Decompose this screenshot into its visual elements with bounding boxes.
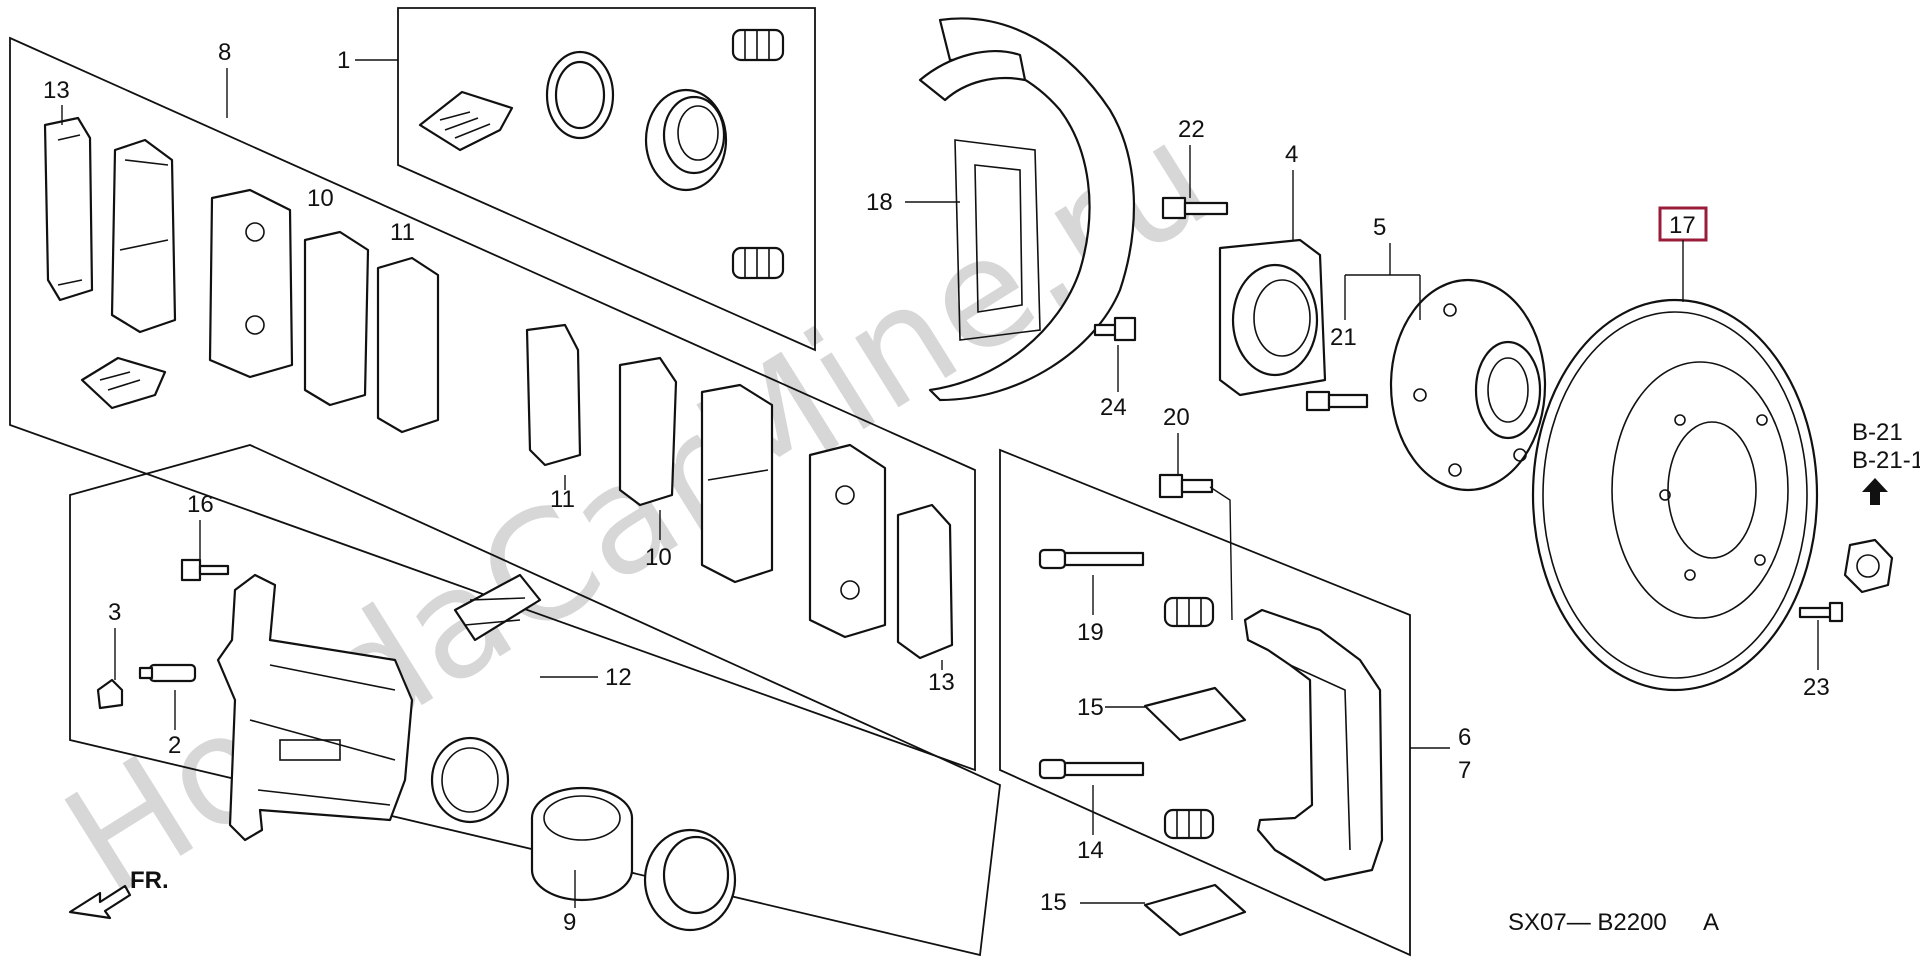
callout-10a: 10	[307, 185, 334, 212]
callout-4: 4	[1285, 141, 1298, 168]
pad-shim-inner-10b[interactable]	[618, 356, 678, 507]
guide-pin-19[interactable]	[1038, 548, 1145, 570]
callout-15b: 15	[1040, 889, 1067, 916]
bleeder-cap[interactable]	[96, 678, 124, 710]
pad-shim-outer-right[interactable]	[896, 503, 954, 660]
bolt-20[interactable]	[1158, 473, 1214, 499]
callout-7: 7	[1458, 757, 1471, 784]
pad-shim-outer-11b[interactable]	[525, 323, 582, 467]
piston-seal-ring[interactable]	[545, 50, 615, 140]
callout-20: 20	[1163, 404, 1190, 431]
bolt-24[interactable]	[1093, 316, 1137, 342]
pin-boot-lower[interactable]	[731, 246, 785, 280]
caliper-panel	[69, 444, 1001, 957]
pad-shim-inner-10a[interactable]	[303, 230, 370, 407]
ref-label-b21-1[interactable]: B-21-1	[1852, 447, 1920, 474]
callout-10b: 10	[645, 544, 672, 571]
callout-12: 12	[605, 664, 632, 691]
piston-seal[interactable]	[430, 736, 510, 824]
callout-19: 19	[1077, 619, 1104, 646]
pad-spring[interactable]	[453, 573, 542, 642]
front-direction-arrow: FR.	[68, 867, 169, 920]
hub-bearing[interactable]	[1218, 238, 1327, 397]
grease-packet[interactable]	[418, 90, 514, 152]
callout-17: 17	[1669, 212, 1696, 239]
brake-pad-left-a[interactable]	[110, 138, 177, 334]
callout-22: 22	[1178, 116, 1205, 143]
brake-pad-left-b[interactable]	[208, 188, 294, 379]
callout-13b: 13	[928, 669, 955, 696]
callout-16: 16	[187, 491, 214, 518]
guide-pin-14[interactable]	[1038, 758, 1145, 780]
pin-boot-b[interactable]	[1163, 808, 1215, 840]
bleeder-screw[interactable]	[138, 663, 197, 683]
wheel-stud[interactable]	[1305, 390, 1369, 412]
callout-6: 6	[1458, 724, 1471, 751]
mounting-bolt-16[interactable]	[180, 558, 230, 582]
callout-24: 24	[1100, 394, 1127, 421]
wheel-hub[interactable]	[1389, 278, 1547, 492]
pad-shim-outer-left[interactable]	[43, 116, 94, 302]
diagram-code-suffix: A	[1703, 909, 1719, 936]
callout-11b: 11	[550, 486, 575, 513]
dust-boot[interactable]	[644, 88, 728, 192]
ref-label-b21[interactable]: B-21	[1852, 419, 1903, 446]
caliper-piston[interactable]	[530, 786, 634, 902]
callout-18: 18	[866, 189, 893, 216]
pad-retainer-15a[interactable]	[1143, 686, 1247, 742]
pad-retainer-15b[interactable]	[1143, 883, 1247, 937]
seal-kit-panel	[397, 7, 816, 352]
pad-set-panel	[9, 36, 976, 772]
splash-shield[interactable]	[918, 17, 1136, 402]
lug-nut[interactable]	[1843, 538, 1894, 594]
callout-8: 8	[218, 39, 231, 66]
callout-11a: 11	[390, 219, 415, 246]
bolt-22[interactable]	[1161, 196, 1229, 220]
brake-disc[interactable]	[1531, 298, 1819, 692]
callout-15a: 15	[1077, 694, 1104, 721]
pin-boot-a[interactable]	[1163, 596, 1215, 628]
caliper-body[interactable]	[216, 573, 414, 842]
callout-3: 3	[108, 599, 121, 626]
pad-shim-outer-11a[interactable]	[376, 256, 440, 434]
callout-2: 2	[168, 732, 181, 759]
callout-23: 23	[1803, 674, 1830, 701]
caliper-bracket[interactable]	[1243, 608, 1384, 882]
disc-screw[interactable]	[1798, 601, 1844, 623]
brake-pad-right-b[interactable]	[808, 443, 887, 639]
brake-pad-right-a[interactable]	[700, 383, 774, 584]
callout-13a: 13	[43, 77, 70, 104]
callout-14: 14	[1077, 837, 1104, 864]
callout-1: 1	[337, 47, 350, 74]
pin-boot-upper[interactable]	[731, 28, 785, 62]
callout-5: 5	[1373, 214, 1386, 241]
grease-packet-2[interactable]	[80, 356, 167, 410]
front-label: FR.	[130, 867, 169, 894]
diagram-code: SX07— B2200	[1508, 909, 1667, 936]
callout-21: 21	[1330, 324, 1357, 351]
callout-9: 9	[563, 909, 576, 936]
bracket-panel	[999, 448, 1411, 957]
piston-boot[interactable]	[643, 828, 737, 932]
up-arrow-icon	[1862, 478, 1888, 505]
